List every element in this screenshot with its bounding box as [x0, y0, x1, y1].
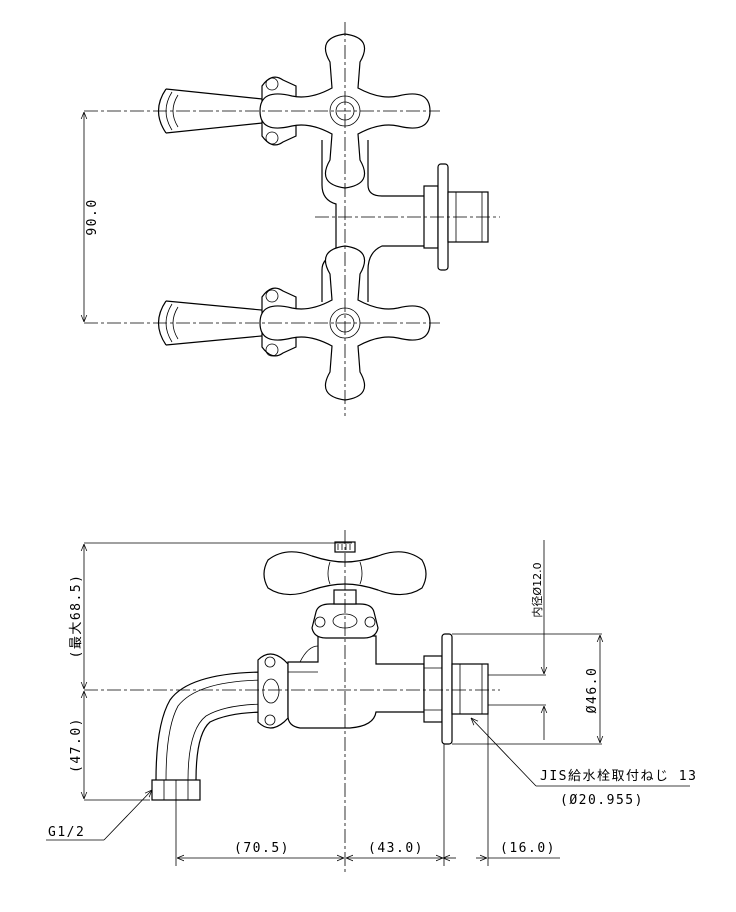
bonnet-nut: [311, 589, 379, 639]
spout-outlet-nut: [151, 779, 201, 801]
dim-flange-diameter-label: Ø46.0: [585, 667, 600, 714]
side-cross-handle: [263, 541, 427, 596]
dim-horizontal-2-label: (43.0): [368, 841, 424, 856]
dim-inner-diameter-label: 内径Ø12.0: [530, 562, 544, 617]
outlet-thread-leader: [103, 790, 152, 841]
valve-body-outline: [321, 140, 337, 302]
side-view: (最大68.5) (47.0) (70.5) (43.0) (16.0) 内径Ø…: [46, 530, 697, 872]
thread-note: JIS給水栓取付ねじ 13: [540, 769, 697, 784]
dim-spacing-label: 90.0: [85, 198, 100, 235]
dim-horizontal-3-label: (16.0): [500, 841, 556, 856]
top-view: 90.0: [84, 22, 500, 416]
valve-body: [287, 635, 425, 729]
outlet-fitting-side: [423, 633, 489, 745]
dim-height-label: (47.0): [69, 717, 84, 773]
dim-height-max-label: (最大68.5): [69, 574, 84, 659]
thread-note-sub: (Ø20.955): [560, 793, 644, 808]
spout-elbow: [155, 671, 269, 781]
spout-union-nut: [257, 653, 289, 729]
thread-leader: [471, 718, 537, 787]
dim-horizontal-1-label: (70.5): [234, 841, 290, 856]
outlet-thread-label: G1/2: [48, 825, 85, 840]
